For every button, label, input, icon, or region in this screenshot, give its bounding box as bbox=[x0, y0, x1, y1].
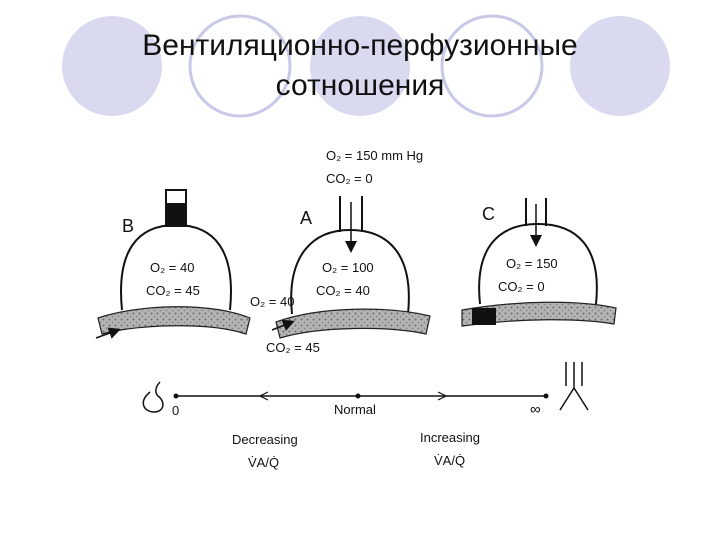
inspired-o2-label: O₂ = 150 mm Hg bbox=[326, 148, 423, 163]
capillary-b-flow-arrow bbox=[95, 327, 121, 339]
scale-arrow-right bbox=[437, 391, 448, 401]
alveolus-c: C O₂ = 150 CO₂ = 0 bbox=[478, 198, 598, 305]
bg-circle-outline-1 bbox=[188, 14, 292, 118]
alveolus-a-outline bbox=[290, 228, 410, 315]
scale-normal-label: Normal bbox=[334, 402, 376, 417]
unit-b-o2: O₂ = 40 bbox=[150, 260, 194, 275]
airway-b-tube bbox=[165, 189, 187, 227]
blood-co2-label: CO₂ = 45 bbox=[266, 340, 320, 355]
scale-point-infinity bbox=[543, 393, 549, 399]
scale-arrow-left bbox=[258, 391, 269, 401]
alveolus-c-outline bbox=[478, 222, 598, 305]
unit-c-o2: O₂ = 150 bbox=[506, 256, 558, 271]
scale-zero-label: 0 bbox=[172, 403, 179, 418]
title-line-2: сотношения bbox=[275, 69, 445, 102]
alveolus-b: B O₂ = 40 CO₂ = 45 bbox=[120, 189, 232, 311]
airway-b-block bbox=[167, 203, 185, 225]
inspired-co2-label: CO₂ = 0 bbox=[326, 171, 373, 186]
unit-b-letter: B bbox=[122, 216, 134, 236]
unit-c-letter: C bbox=[482, 204, 495, 224]
scale-point-zero bbox=[173, 393, 179, 399]
title-line-1: Вентиляционно-перфузионные bbox=[142, 29, 578, 62]
airway-branch-icon bbox=[559, 362, 589, 411]
bg-circle-filled-1 bbox=[62, 16, 162, 116]
bg-circle-filled-3 bbox=[570, 16, 670, 116]
bg-circle-filled-2 bbox=[310, 16, 410, 116]
vq-scale: 0 Normal ∞ Decreasing Increasing V̇A/Q̇ … bbox=[142, 362, 589, 470]
increasing-label: Increasing bbox=[420, 430, 480, 445]
scale-infinity-label: ∞ bbox=[530, 401, 541, 418]
blood-o2-label: O₂ = 40 bbox=[250, 294, 294, 309]
unit-a-letter: A bbox=[300, 208, 312, 228]
capillary-c bbox=[461, 301, 617, 327]
unit-a-co2: CO₂ = 40 bbox=[316, 283, 370, 298]
drop-icon bbox=[142, 381, 164, 413]
increasing-ratio-label: V̇A/Q̇ bbox=[434, 453, 465, 468]
slide-title: Вентиляционно-перфузионные сотношения bbox=[60, 26, 660, 106]
alveolus-a: A O₂ = 100 CO₂ = 40 bbox=[290, 196, 410, 315]
scale-point-normal bbox=[355, 393, 361, 399]
unit-b-co2: CO₂ = 45 bbox=[146, 283, 200, 298]
capillary-b bbox=[97, 306, 251, 335]
unit-a-o2: O₂ = 100 bbox=[322, 260, 374, 275]
unit-c-co2: CO₂ = 0 bbox=[498, 279, 545, 294]
capillary-c-block bbox=[472, 308, 496, 325]
decreasing-ratio-label: V̇A/Q̇ bbox=[248, 455, 279, 470]
bg-circle-outline-2 bbox=[440, 14, 544, 118]
capillary-a bbox=[275, 308, 431, 339]
decreasing-label: Decreasing bbox=[232, 432, 298, 447]
capillary-a-flow-arrow bbox=[271, 319, 295, 331]
